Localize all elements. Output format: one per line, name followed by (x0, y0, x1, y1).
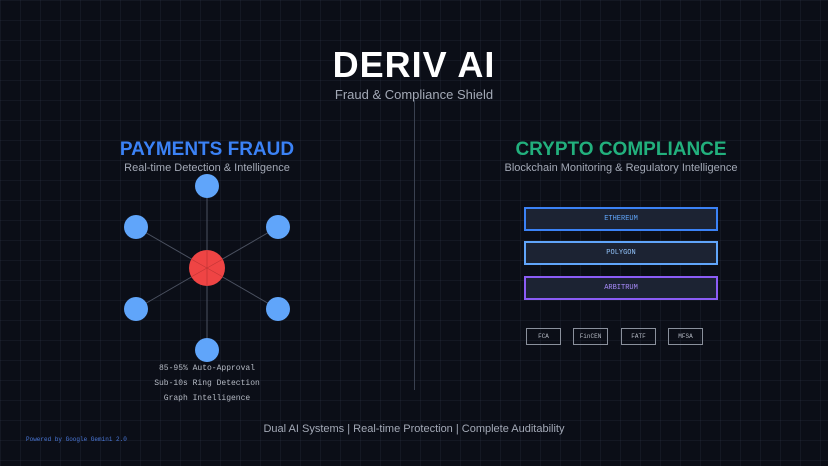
network-node (195, 338, 219, 362)
regulator-fincen: FinCEN (573, 328, 608, 345)
chain-ethereum: ETHEREUM (524, 207, 718, 231)
payments-title: PAYMENTS FRAUD (119, 139, 295, 160)
payments-tagline: Real-time Detection & Intelligence (124, 162, 290, 174)
network-node (124, 297, 148, 321)
network-node (266, 297, 290, 321)
stat-ring-detection: Sub-10s Ring Detection (154, 379, 260, 388)
chain-polygon: POLYGON (524, 241, 718, 265)
center-divider (414, 100, 415, 390)
footer-text: Dual AI Systems | Real-time Protection |… (263, 423, 565, 435)
regulator-mfsa: MFSA (668, 328, 703, 345)
chain-arbitrum: ARBITRUM (524, 276, 718, 300)
network-node (124, 215, 148, 239)
regulator-fca: FCA (526, 328, 561, 345)
network-node (195, 174, 219, 198)
powered-by: Powered by Google Gemini 2.0 (26, 436, 127, 443)
network-node (266, 215, 290, 239)
page-subtitle: Fraud & Compliance Shield (334, 87, 494, 102)
crypto-title: CRYPTO COMPLIANCE (515, 139, 727, 160)
stat-approval: 85-95% Auto-Approval (158, 364, 255, 373)
page-title: DERIV AI (332, 44, 496, 85)
regulator-fatf: FATF (621, 328, 656, 345)
crypto-tagline: Blockchain Monitoring & Regulatory Intel… (504, 162, 738, 174)
stat-graph: Graph Intelligence (163, 394, 251, 403)
